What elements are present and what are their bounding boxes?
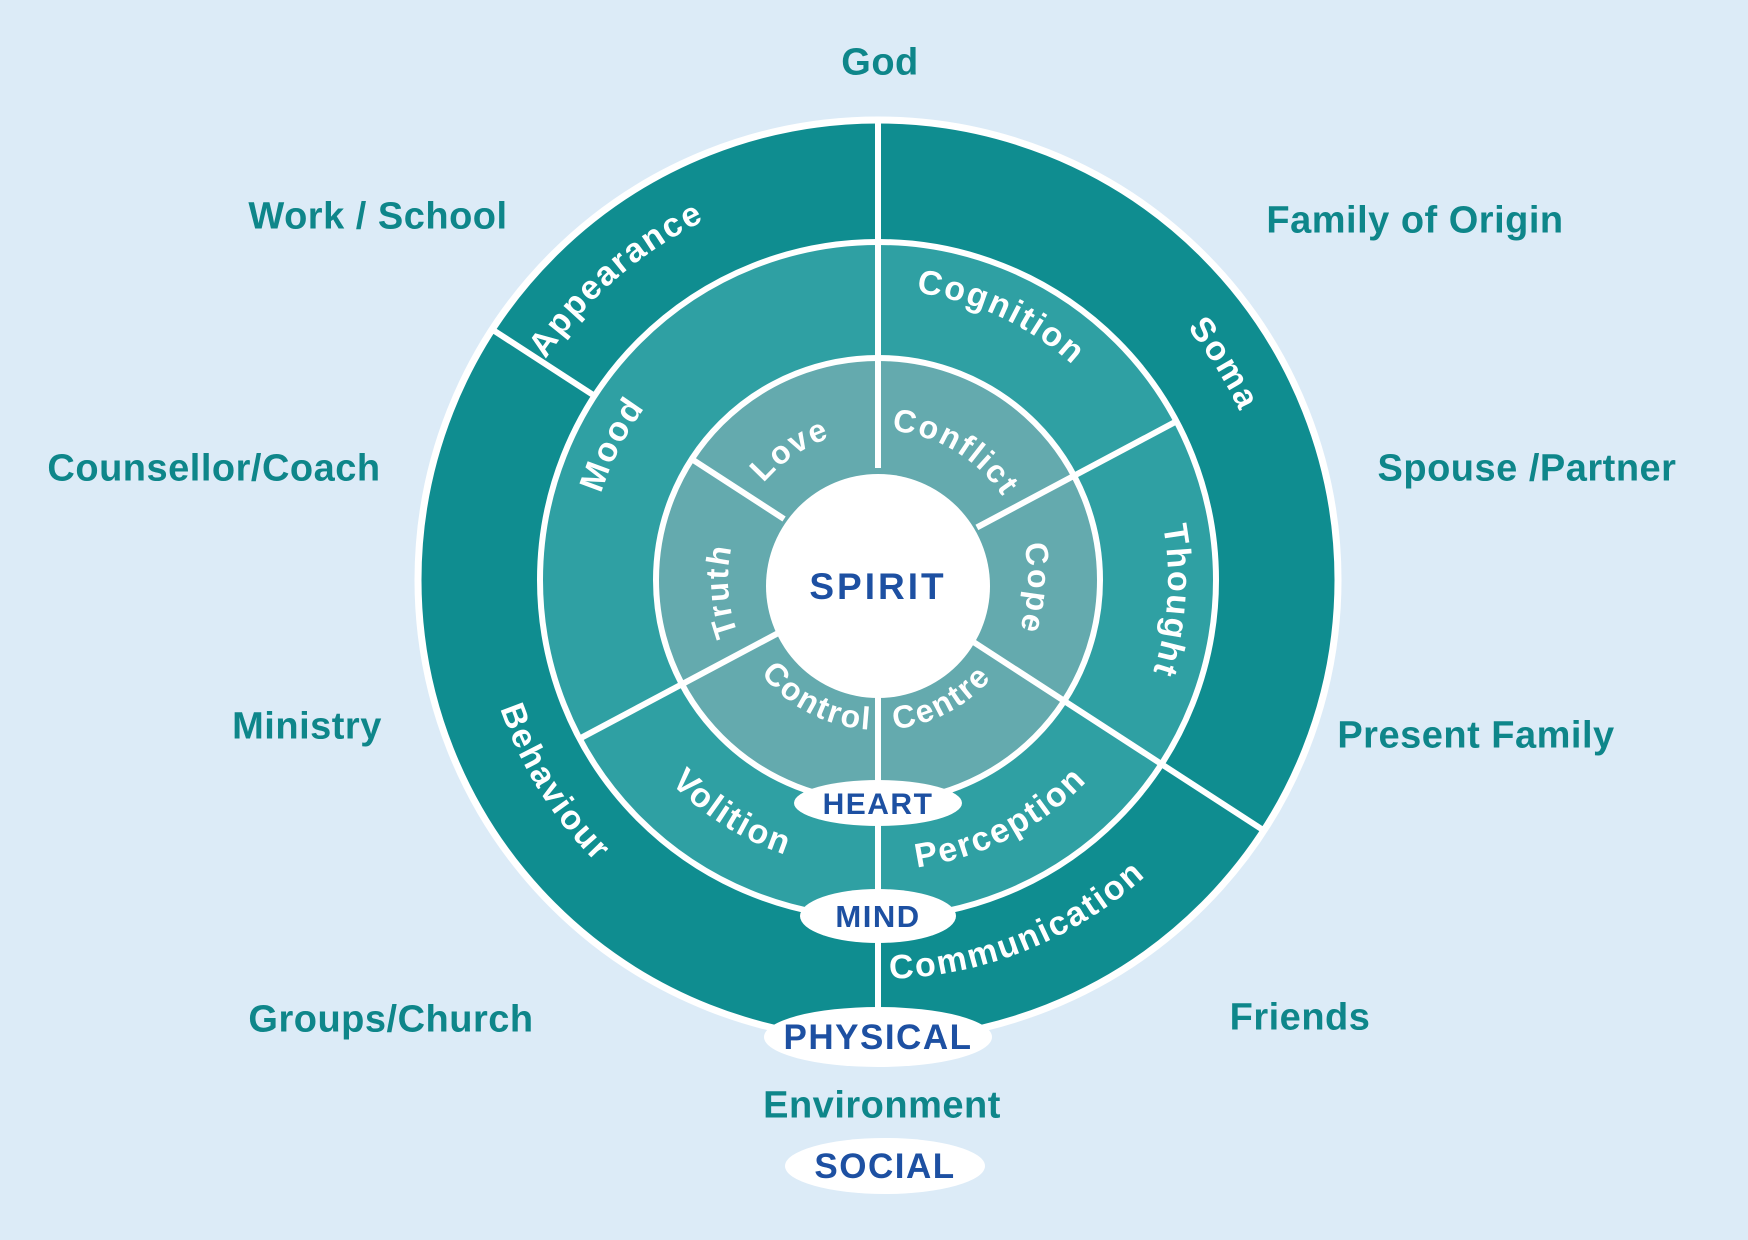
heart-badge-label: HEART: [823, 788, 934, 821]
outer-label-friends: Friends: [1229, 996, 1371, 1039]
divider-line: [490, 326, 597, 399]
ring-name-badges: HEART MIND PHYSICAL SOCIAL: [764, 780, 992, 1194]
mind-badge-label: MIND: [835, 899, 920, 934]
social-badge-oval: [785, 1138, 985, 1194]
rings: [414, 116, 1342, 1044]
spirit-center-circle: [766, 474, 990, 698]
outer-label-environment: Environment: [763, 1084, 1001, 1127]
ring-segment-label-truth: Truth: [699, 541, 745, 643]
ring-divider-lines: [490, 120, 1266, 1040]
social-badge-label: SOCIAL: [814, 1147, 955, 1186]
spirit-center-label: SPIRIT: [809, 566, 946, 607]
outer-label-counsellor-coach: Counsellor/Coach: [47, 447, 381, 490]
physical-badge-oval: [764, 1007, 992, 1067]
outer-label-present-family: Present Family: [1337, 714, 1615, 757]
outer-label-god: God: [841, 41, 919, 84]
outer-label-family-of-origin: Family of Origin: [1266, 199, 1564, 242]
mind-badge-oval: [800, 889, 956, 943]
physical-badge-label: PHYSICAL: [784, 1018, 973, 1057]
outer-label-work-school: Work / School: [248, 195, 508, 238]
divider-line: [970, 638, 1266, 834]
heart-badge-oval: [794, 780, 962, 826]
outer-label-groups-church: Groups/Church: [248, 998, 534, 1041]
outer-label-ministry: Ministry: [232, 705, 382, 748]
outer-label-spouse-partner: Spouse /Partner: [1377, 447, 1677, 490]
divider-line: [690, 456, 786, 522]
divider-line: [975, 418, 1178, 531]
divider-line: [578, 629, 781, 742]
